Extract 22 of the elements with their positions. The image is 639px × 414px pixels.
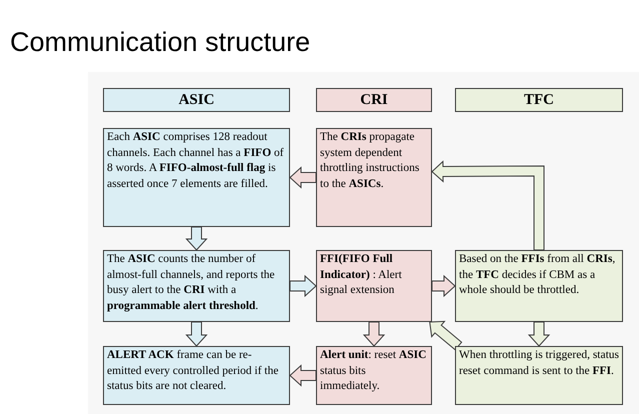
block-arrow (429, 320, 462, 350)
text-box: Based on the FFIs from all CRIs, the TFC decides if CBM as a whole should be throttled. (455, 250, 623, 322)
text-box: When throttling is triggered, status reset command is sent to the FFI. (455, 346, 623, 405)
column-header: ASIC (103, 88, 290, 112)
block-arrow (185, 322, 208, 347)
block-arrow (431, 160, 544, 250)
block-arrow (432, 274, 456, 298)
column-header: TFC (455, 88, 623, 112)
block-arrow (289, 364, 316, 387)
text-box: Alert unit: reset ASIC status bits immediately. (316, 346, 432, 405)
block-arrow (290, 274, 317, 298)
text-box: Each ASIC comprises 128 readout channels. Each channel has a FIFO of 8 words. A FIFO-almost-full flag is asserted once 7 elements are filled. (103, 128, 290, 227)
block-arrow (185, 226, 208, 251)
slide-title: Communication structure (10, 26, 310, 58)
column-header: CRI (316, 88, 432, 112)
block-arrow (289, 166, 316, 189)
block-arrow (528, 322, 550, 347)
text-box: FFI(FIFO Full Indicator) : Alert signal extension (316, 250, 432, 322)
text-box: The ASIC counts the number of almost-full channels, and reports the busy alert to the CRI with a programmable alert threshold. (103, 250, 290, 322)
text-box: The CRIs propagate system dependent throttling instructions to the ASICs. (316, 128, 432, 227)
text-box: ALERT ACK frame can be re-emitted every controlled period if the status bits are not cleared. (103, 346, 290, 405)
block-arrow (362, 322, 386, 347)
